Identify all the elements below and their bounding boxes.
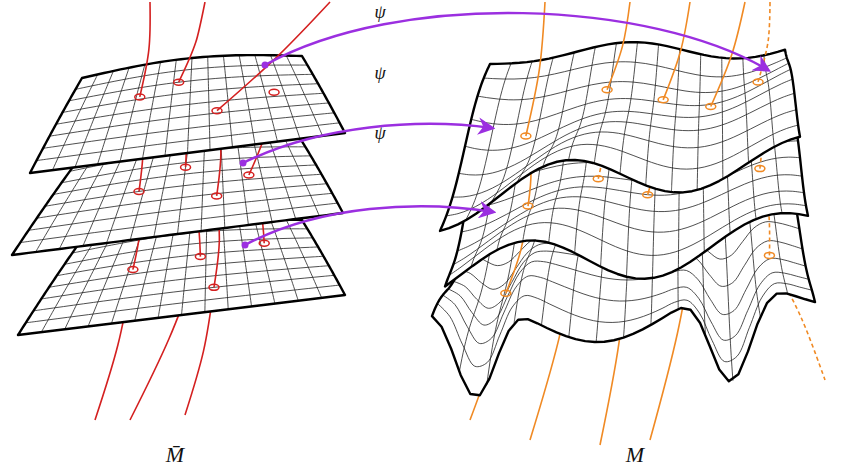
world-line	[526, 2, 545, 136]
grid-line	[208, 57, 210, 150]
sheet-fill	[30, 55, 345, 173]
grid-line	[239, 219, 252, 306]
grid-line	[63, 84, 319, 113]
map-arrow	[265, 13, 768, 70]
arrow-origin-dot	[242, 242, 249, 249]
grid-line	[56, 93, 324, 124]
grid-line	[252, 137, 272, 222]
grid-line	[26, 285, 340, 323]
grid-line	[182, 222, 192, 315]
grid-line	[37, 184, 327, 219]
map-label: ψ	[374, 64, 385, 82]
grid-line	[465, 79, 793, 150]
grid-line	[205, 221, 207, 312]
grid-line	[20, 203, 337, 243]
sheet-outline	[440, 42, 800, 231]
grid-line	[188, 58, 193, 153]
grid-line	[223, 220, 229, 310]
world-line	[140, 2, 150, 97]
world-line	[663, 2, 690, 100]
grid-line	[284, 138, 319, 216]
sheet-stack	[12, 2, 345, 420]
grid-line	[459, 93, 795, 175]
map-arrows	[240, 13, 769, 249]
sheet-outline	[30, 55, 345, 173]
world-line	[179, 2, 205, 82]
grid-line	[53, 165, 316, 195]
map-label: ψ	[374, 3, 385, 21]
grid-line	[239, 55, 255, 144]
map-arrow	[243, 124, 492, 163]
sheet	[30, 55, 345, 173]
map-label: ψ	[374, 124, 385, 142]
grid-line	[466, 63, 511, 220]
grid-line	[57, 247, 318, 276]
grid-line	[271, 55, 300, 138]
grid-line	[29, 193, 333, 230]
manifold-label: M̄	[166, 444, 184, 466]
world-line	[758, 2, 770, 82]
grid-line	[65, 235, 112, 329]
grid-line	[69, 74, 313, 101]
grid-line	[34, 275, 335, 311]
grid-line	[437, 283, 812, 367]
grid-line	[453, 191, 804, 265]
grid-line	[41, 266, 329, 299]
sheet-fill	[440, 42, 800, 231]
world-line	[217, 2, 330, 111]
grid-line	[255, 55, 278, 141]
grid-line	[286, 220, 322, 298]
grid-line	[453, 110, 797, 197]
world-line	[607, 2, 630, 90]
grid-line	[446, 125, 798, 216]
grid-line	[237, 137, 249, 225]
grid-line	[49, 256, 324, 287]
grid-line	[50, 103, 329, 136]
intersection-ring	[244, 172, 254, 178]
map-arrow	[245, 206, 493, 245]
sheet	[440, 42, 800, 231]
arrow-origin-dot	[240, 160, 247, 167]
grid-line	[569, 47, 596, 160]
grid-line	[165, 60, 176, 156]
grid-line	[449, 204, 806, 276]
grid-line	[45, 174, 322, 206]
grid-line	[286, 56, 322, 136]
intersection-ring	[269, 89, 279, 95]
arrow-origin-dot	[262, 62, 269, 69]
grid-line	[201, 139, 205, 231]
manifold-label: M	[626, 444, 644, 466]
